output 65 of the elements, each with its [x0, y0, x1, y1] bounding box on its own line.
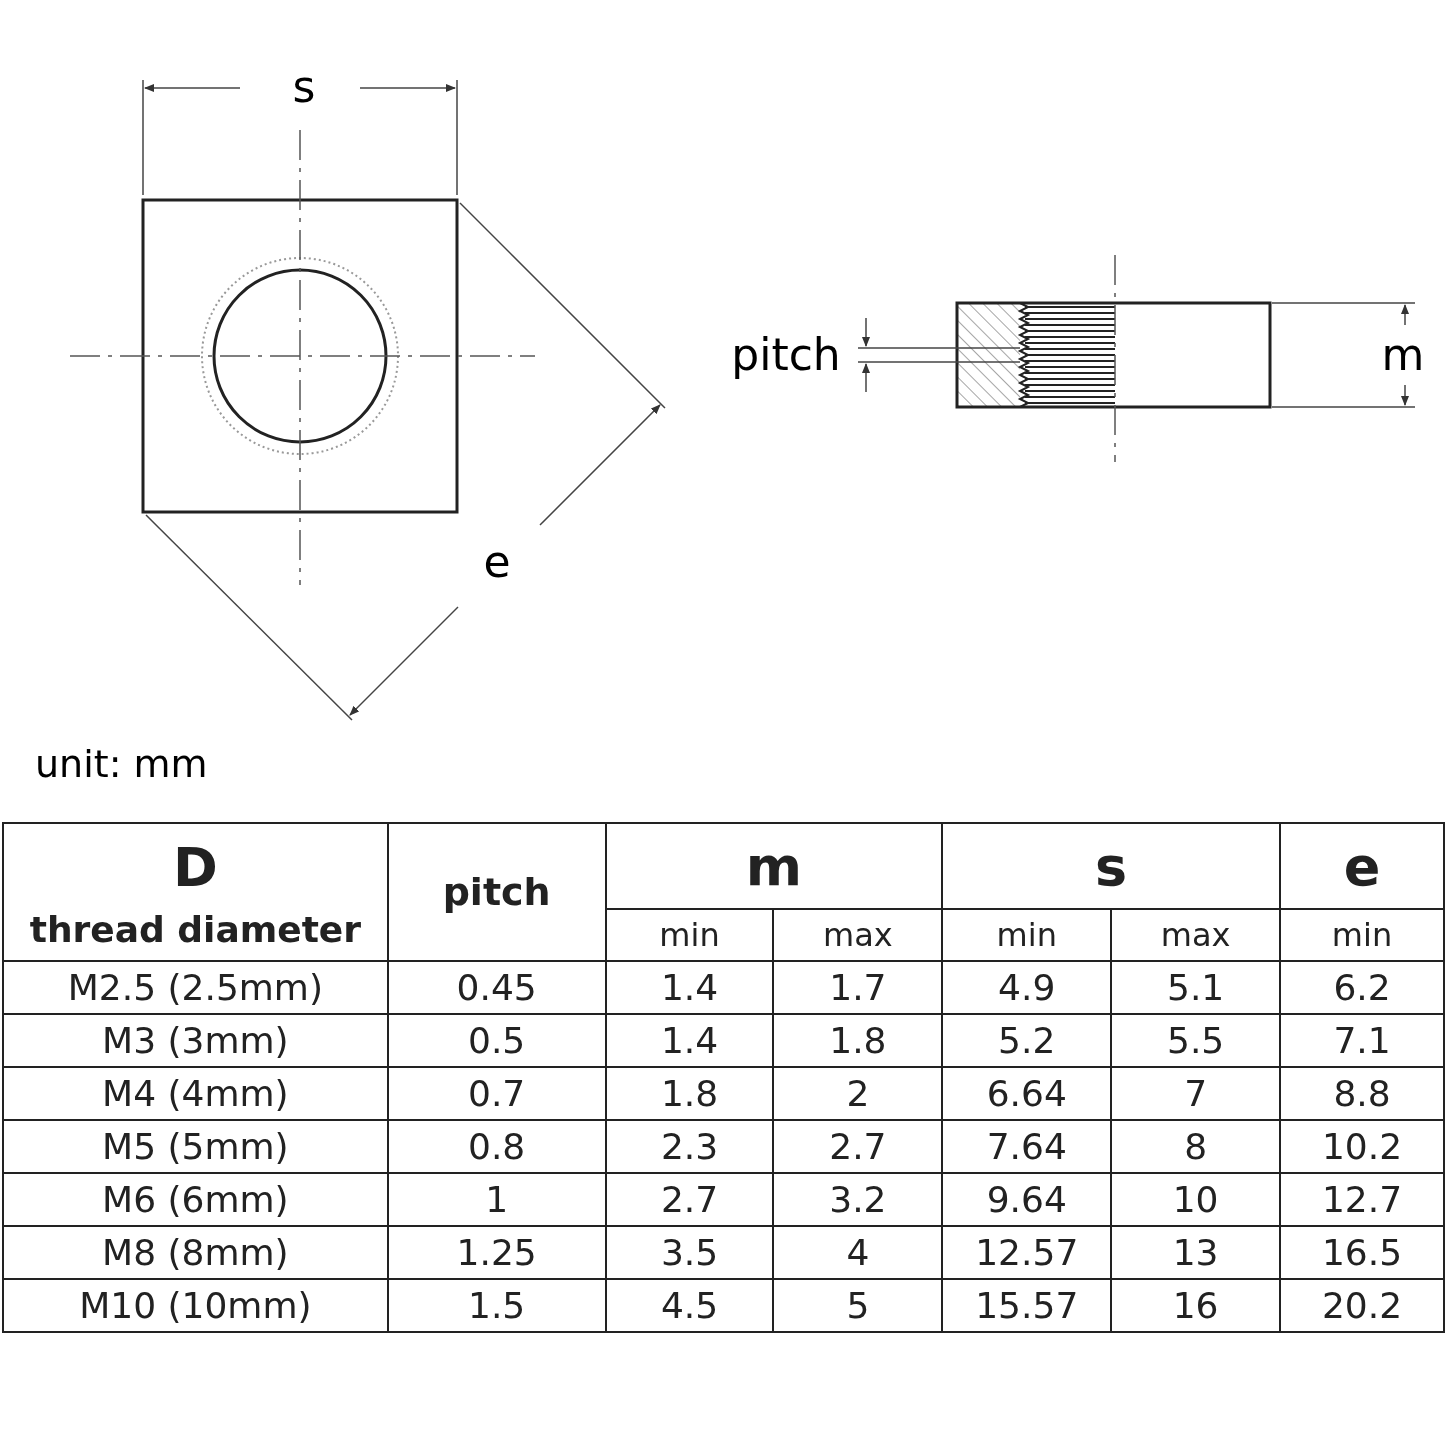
table-value: 0.5 [387, 1014, 606, 1067]
column-subtitle: thread diameter [28, 909, 362, 950]
subheader: max [1111, 909, 1281, 961]
subheader: min [1280, 909, 1444, 961]
dimension-label: m [1381, 333, 1425, 377]
table-value: 20.2 [1280, 1279, 1444, 1332]
column-header: m [605, 823, 943, 909]
row-label: M2.5 (2.5mm) [3, 961, 388, 1014]
table-value: 1 [387, 1173, 606, 1226]
dimension-label: s [292, 65, 316, 109]
table-value: 1.8 [605, 1067, 774, 1120]
table-value: 4 [773, 1226, 943, 1279]
table-value: 10.2 [1280, 1120, 1444, 1173]
table-value: 5.1 [1111, 961, 1281, 1014]
table-value: 5.5 [1111, 1014, 1281, 1067]
table-value: 15.57 [942, 1279, 1112, 1332]
table-value: 6.2 [1280, 961, 1444, 1014]
subheader: min [605, 909, 774, 961]
table-value: 2.3 [605, 1120, 774, 1173]
column-header: e [1280, 823, 1444, 909]
table-value: 9.64 [942, 1173, 1112, 1226]
table-value: 1.25 [387, 1226, 606, 1279]
table-value: 3.2 [773, 1173, 943, 1226]
table-value: 1.4 [605, 961, 774, 1014]
table-value: 3.5 [605, 1226, 774, 1279]
table-value: 0.45 [387, 961, 606, 1014]
table-value: 1.4 [605, 1014, 774, 1067]
column-header: s [942, 823, 1281, 909]
row-label: M6 (6mm) [3, 1173, 388, 1226]
table-value: 2.7 [605, 1173, 774, 1226]
unit-note: unit: mm [35, 745, 208, 783]
table-value: 2 [773, 1067, 943, 1120]
table-value: 12.57 [942, 1226, 1112, 1279]
table-value: 7.1 [1280, 1014, 1444, 1067]
table-value: 4.5 [605, 1279, 774, 1332]
row-label: M8 (8mm) [3, 1226, 388, 1279]
column-header: pitch [387, 823, 606, 961]
dimension-label: pitch [731, 333, 841, 377]
table-value: 7.64 [942, 1120, 1112, 1173]
row-label: M3 (3mm) [3, 1014, 388, 1067]
column-header: D [171, 836, 219, 899]
table-value: 12.7 [1280, 1173, 1444, 1226]
subheader: min [942, 909, 1112, 961]
row-label: M5 (5mm) [3, 1120, 388, 1173]
table-value: 6.64 [942, 1067, 1112, 1120]
subheader: max [773, 909, 943, 961]
row-label: M10 (10mm) [3, 1279, 388, 1332]
row-label: M4 (4mm) [3, 1067, 388, 1120]
table-value: 8.8 [1280, 1067, 1444, 1120]
table-value: 7 [1111, 1067, 1281, 1120]
table-value: 0.7 [387, 1067, 606, 1120]
table-value: 1.5 [387, 1279, 606, 1332]
table-value: 2.7 [773, 1120, 943, 1173]
table-value: 5.2 [942, 1014, 1112, 1067]
table-value: 13 [1111, 1226, 1281, 1279]
table-value: 5 [773, 1279, 943, 1332]
table-value: 16.5 [1280, 1226, 1444, 1279]
table-value: 0.8 [387, 1120, 606, 1173]
dimension-label: e [483, 540, 511, 584]
table-value: 16 [1111, 1279, 1281, 1332]
table-value: 4.9 [942, 961, 1112, 1014]
table-value: 10 [1111, 1173, 1281, 1226]
table-value: 8 [1111, 1120, 1281, 1173]
table-value: 1.7 [773, 961, 943, 1014]
table-value: 1.8 [773, 1014, 943, 1067]
